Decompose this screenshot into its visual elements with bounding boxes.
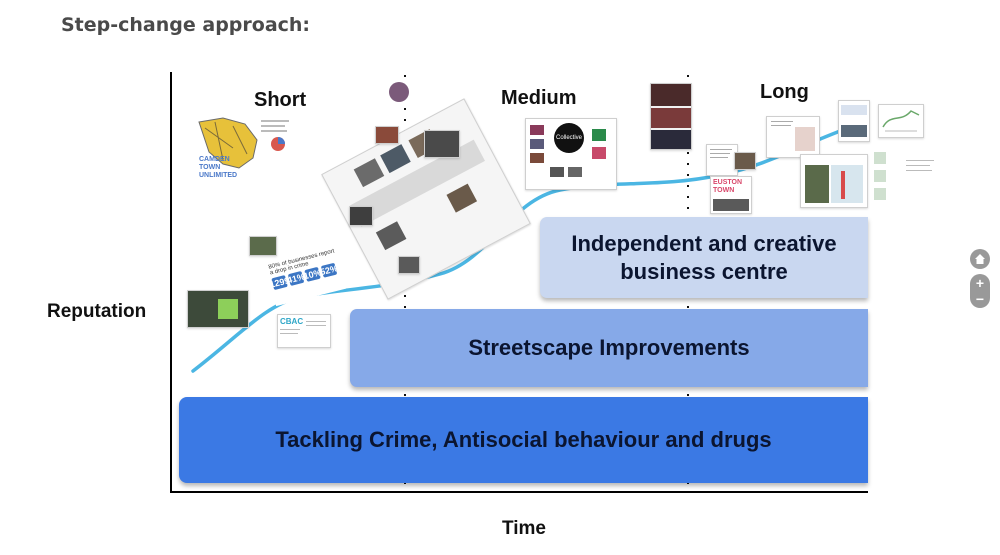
stat-value: 1299 bbox=[268, 275, 291, 291]
aerial-photo-thumbnail bbox=[800, 154, 868, 208]
euston-logo: EUSTON TOWN bbox=[713, 179, 743, 194]
photo-thumbnail bbox=[249, 236, 277, 256]
community-photo-thumbnail bbox=[187, 290, 249, 328]
camden-logo: CAMDEN TOWN UNLIMITED bbox=[199, 156, 238, 179]
map-thumbnail bbox=[878, 104, 924, 138]
photo-thumbnail bbox=[424, 130, 460, 158]
photo-thumbnail bbox=[734, 152, 756, 170]
band-streetscape: Streetscape Improvements bbox=[350, 309, 868, 387]
photo-thumbnail bbox=[349, 206, 373, 226]
collective-logo: Collective bbox=[554, 123, 584, 153]
page-title: Step-change approach: bbox=[61, 14, 311, 36]
home-button[interactable] bbox=[970, 249, 990, 269]
y-axis-label: Reputation bbox=[47, 301, 147, 322]
round-photo-thumbnail bbox=[389, 82, 409, 102]
events-photo-thumbnail bbox=[650, 83, 692, 150]
chart-document-thumbnail bbox=[838, 100, 870, 142]
zoom-control: + − bbox=[970, 274, 990, 308]
photo-thumbnail bbox=[375, 126, 399, 144]
band-streetscape-label: Streetscape Improvements bbox=[468, 335, 750, 360]
band-crime: Tackling Crime, Antisocial behaviour and… bbox=[179, 397, 868, 483]
home-icon bbox=[975, 254, 985, 264]
map-image bbox=[882, 110, 920, 132]
phase-label-short: Short bbox=[254, 89, 307, 111]
zoom-out-button[interactable]: − bbox=[975, 291, 985, 307]
photo-thumbnail bbox=[398, 256, 420, 274]
stat-value: 52% bbox=[319, 262, 340, 278]
collective-thumbnail: Collective bbox=[525, 118, 617, 190]
phase-label-medium: Medium bbox=[501, 87, 577, 109]
cbac-logo: CBAC bbox=[280, 317, 304, 326]
cbac-thumbnail: CBAC bbox=[277, 314, 331, 348]
camden-map-image bbox=[198, 117, 289, 169]
x-axis-label: Time bbox=[502, 518, 547, 539]
band-business-label-line1: Independent and creative bbox=[571, 230, 837, 256]
euston-thumbnail: EUSTON TOWN bbox=[710, 176, 752, 214]
small-map-strip-thumbnail bbox=[870, 146, 892, 202]
stat-value: 41% bbox=[286, 270, 307, 286]
map-document-thumbnail bbox=[766, 116, 820, 158]
band-crime-label: Tackling Crime, Antisocial behaviour and… bbox=[275, 427, 772, 452]
band-business: Independent and creative business centre bbox=[540, 217, 868, 298]
document-thumbnail bbox=[706, 144, 738, 176]
text-notes-thumbnail bbox=[904, 156, 938, 180]
phase-label-long: Long bbox=[760, 81, 809, 103]
band-business-label-line2: business centre bbox=[620, 258, 788, 284]
stat-value: 10% bbox=[302, 266, 323, 282]
camden-map-thumbnail: CAMDEN TOWN UNLIMITED bbox=[193, 114, 293, 184]
zoom-in-button[interactable]: + bbox=[975, 275, 985, 291]
